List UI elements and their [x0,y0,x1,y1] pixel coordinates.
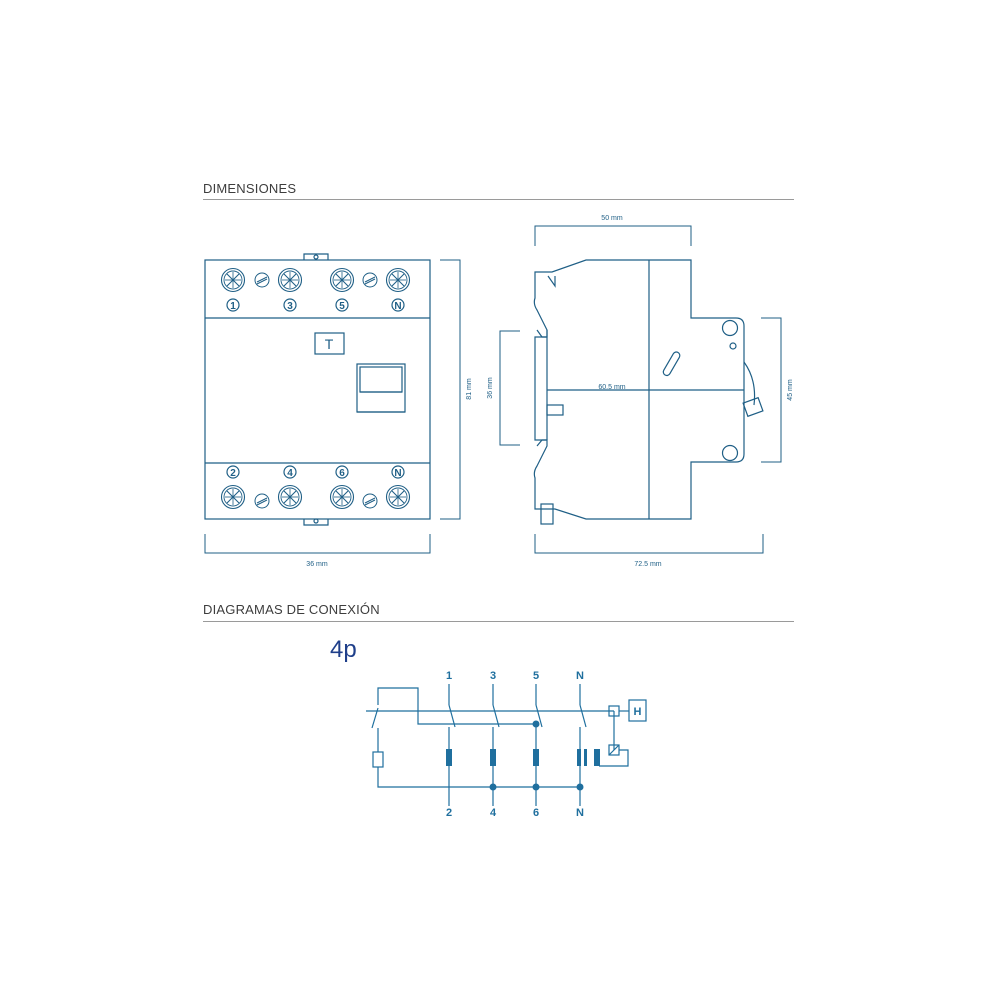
test-loop-wire [377,687,536,725]
bottom-clip [303,519,329,526]
schematic-bottom-terminal: N [576,807,584,819]
pole-1 [448,684,456,806]
connection-schematic [366,684,647,806]
bottom-terminal-label: 6 [339,468,345,479]
terminal-screw-icon [329,484,355,510]
top-clip [303,253,329,260]
front-height-dimension [440,259,461,520]
pole-n [579,684,587,806]
side-rivet-small [729,342,737,350]
terminal-label-circle [283,298,297,312]
bottom-terminal-label: 4 [287,468,293,479]
bottom-bus-wire [377,767,580,788]
terminal-screw-icon [329,267,355,293]
sensor-bar-wide [594,749,600,766]
front-slot [662,351,681,377]
toggle-lever [359,366,403,393]
junction-dot [532,783,540,791]
release-tab [540,503,554,525]
pole-5 [535,684,543,806]
side-top-width-label: 50 mm [601,215,623,222]
screw-icon [362,272,378,288]
pole-5-coil [533,749,539,766]
top-terminal-label: 3 [287,301,293,312]
pole-3-coil [490,749,496,766]
terminal-screw-icon [385,484,411,510]
top-terminal-label: N [394,301,401,312]
top-terminal-label: 1 [230,301,236,312]
din-clip-top [536,329,547,338]
pole-1-coil [446,749,452,766]
side-depth-dimension [534,534,764,554]
top-clip-hole [313,254,319,260]
h-label: H [634,706,642,718]
screw-icon [254,493,270,509]
bottom-terminal-label: 2 [230,468,236,479]
bottom-terminal-label: N [394,468,401,479]
schematic-top-terminal: 1 [446,670,452,682]
screw-icon [362,493,378,509]
test-button [314,332,345,355]
schematic-top-terminal: 3 [490,670,496,682]
toggle-arc [743,361,756,406]
junction-dot [489,783,497,791]
din-clip-bottom [536,439,547,447]
terminal-label-circle [226,298,240,312]
side-rivet-top [721,319,739,337]
side-inner-label: 60.5 mm [598,384,625,391]
terminal-label-circle [335,298,349,312]
toggle-lever-housing [356,363,406,413]
test-resistor [372,751,384,768]
terminal-label-circle [391,298,405,312]
h-box [628,699,647,722]
connection-diagram-title: DIAGRAMAS DE CONEXIÓN [203,602,380,617]
test-button-label: T [325,336,334,352]
schematic-bottom-terminal: 4 [490,807,497,819]
side-view [499,225,782,554]
schematic-top-terminal: N [576,670,584,682]
din-latch [546,404,564,416]
front-width-label: 36 mm [306,561,328,568]
junction-dot [576,783,584,791]
side-depth-label: 72.5 mm [634,561,661,568]
terminal-screw-icon [277,267,303,293]
schematic-top-terminal: 5 [533,670,539,682]
front-view [204,253,461,554]
terminal-screw-icon [220,484,246,510]
terminal-screw-icon [385,267,411,293]
top-terminal-label: 5 [339,301,345,312]
terminal-label-circle [283,465,297,479]
connection-divider [203,621,794,622]
terminal-label-circle [226,465,240,479]
pole-count-label: 4p [330,636,357,663]
schematic-bottom-terminal: 2 [446,807,452,819]
relay-coil-mark [608,744,620,756]
terminal-screw-icon [277,484,303,510]
side-height-dimension [761,317,782,463]
screw-icon [254,272,270,288]
side-top-width-dimension [534,225,692,246]
sensor-bar [584,749,587,766]
front-height-label: 81 mm [466,378,473,400]
din-height-label: 36 mm [487,377,494,399]
junction-dot [532,720,540,728]
toggle-handle [742,396,764,418]
side-height-label: 45 mm [787,379,794,401]
dimensions-divider [203,199,794,200]
relay-wire [599,749,629,767]
side-body-outline [533,259,745,520]
schematic-bottom-terminal: 6 [533,807,539,819]
pole-3 [492,684,500,806]
bottom-clip-hole [313,518,319,524]
side-rivet-bottom [721,444,739,462]
terminal-label-circle [335,465,349,479]
top-hook [547,275,556,288]
dimensions-title: DIMENSIONES [203,181,297,196]
din-height-dimension [499,330,520,446]
terminal-screw-icon [220,267,246,293]
pole-n-coil [577,749,581,766]
terminal-label-circle [391,465,405,479]
front-width-dimension [204,534,431,554]
